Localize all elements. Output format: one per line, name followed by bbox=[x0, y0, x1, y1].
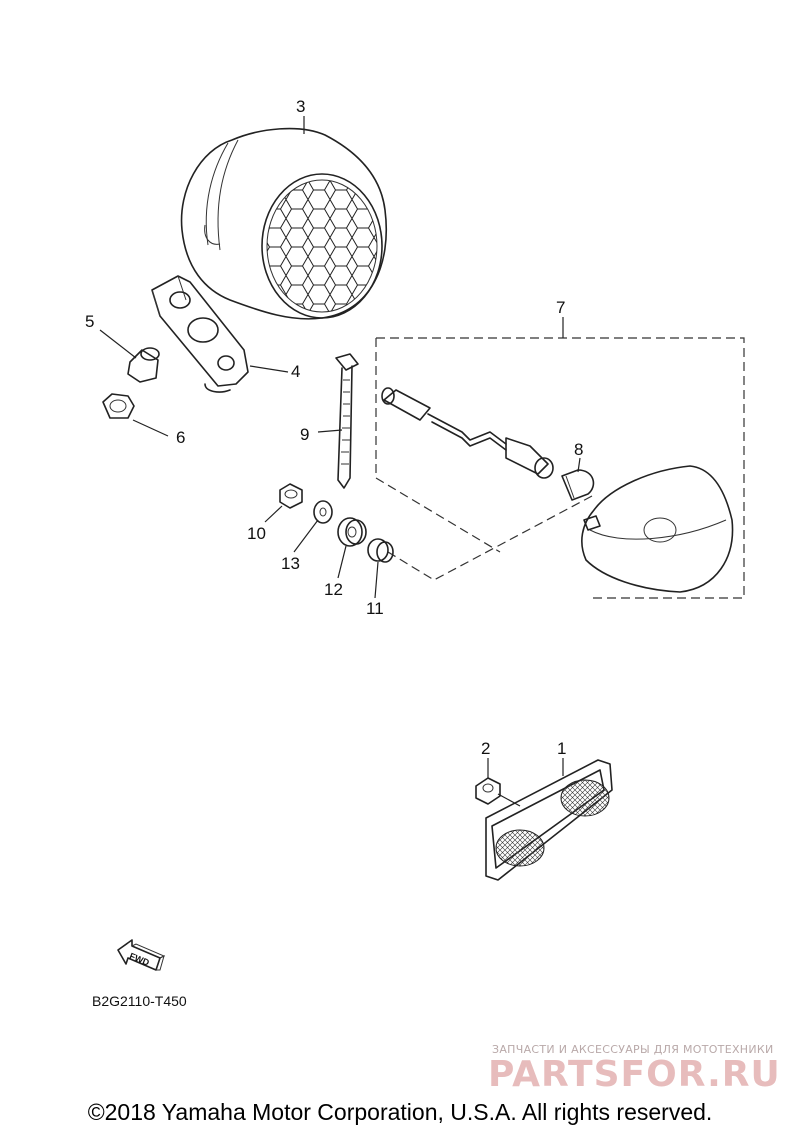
bracket bbox=[151, 275, 249, 393]
nut-6 bbox=[102, 393, 135, 419]
callout-13: 13 bbox=[281, 554, 300, 573]
callout-numbers: 3 5 4 6 7 8 9 10 13 12 11 2 1 bbox=[85, 97, 583, 758]
callout-1: 1 bbox=[557, 739, 566, 758]
fwd-arrow-icon: FWD bbox=[117, 939, 166, 971]
nut-2 bbox=[475, 777, 501, 805]
collar-11 bbox=[367, 538, 394, 563]
nut-10 bbox=[279, 483, 303, 509]
watermark-logo: PARTSFOR.RU bbox=[488, 1054, 781, 1095]
callout-8: 8 bbox=[574, 440, 583, 459]
turn-signal-assembly bbox=[375, 337, 745, 599]
bulb bbox=[561, 469, 595, 501]
callout-4: 4 bbox=[291, 362, 300, 381]
watermark-tagline: ЗАПЧАСТИ И АКСЕССУАРЫ ДЛЯ МОТОТЕХНИКИ bbox=[492, 1043, 774, 1056]
leader-lines bbox=[99, 116, 581, 807]
callout-5: 5 bbox=[85, 312, 94, 331]
callout-9: 9 bbox=[300, 425, 309, 444]
diagram-code: B2G2110-T450 bbox=[92, 993, 187, 1009]
washer bbox=[313, 500, 333, 524]
copyright-notice: ©2018 Yamaha Motor Corporation, U.S.A. A… bbox=[87, 1099, 713, 1125]
callout-6: 6 bbox=[176, 428, 185, 447]
cable-tie bbox=[335, 353, 359, 489]
callout-2: 2 bbox=[481, 739, 490, 758]
grommet bbox=[337, 517, 367, 547]
callout-7: 7 bbox=[556, 298, 565, 317]
callout-10: 10 bbox=[247, 524, 266, 543]
callout-3: 3 bbox=[296, 97, 305, 116]
reflector bbox=[485, 759, 613, 881]
collar bbox=[127, 347, 160, 383]
callout-11: 11 bbox=[366, 599, 384, 618]
callout-12: 12 bbox=[324, 580, 343, 599]
tail-light-assembly bbox=[180, 127, 387, 320]
